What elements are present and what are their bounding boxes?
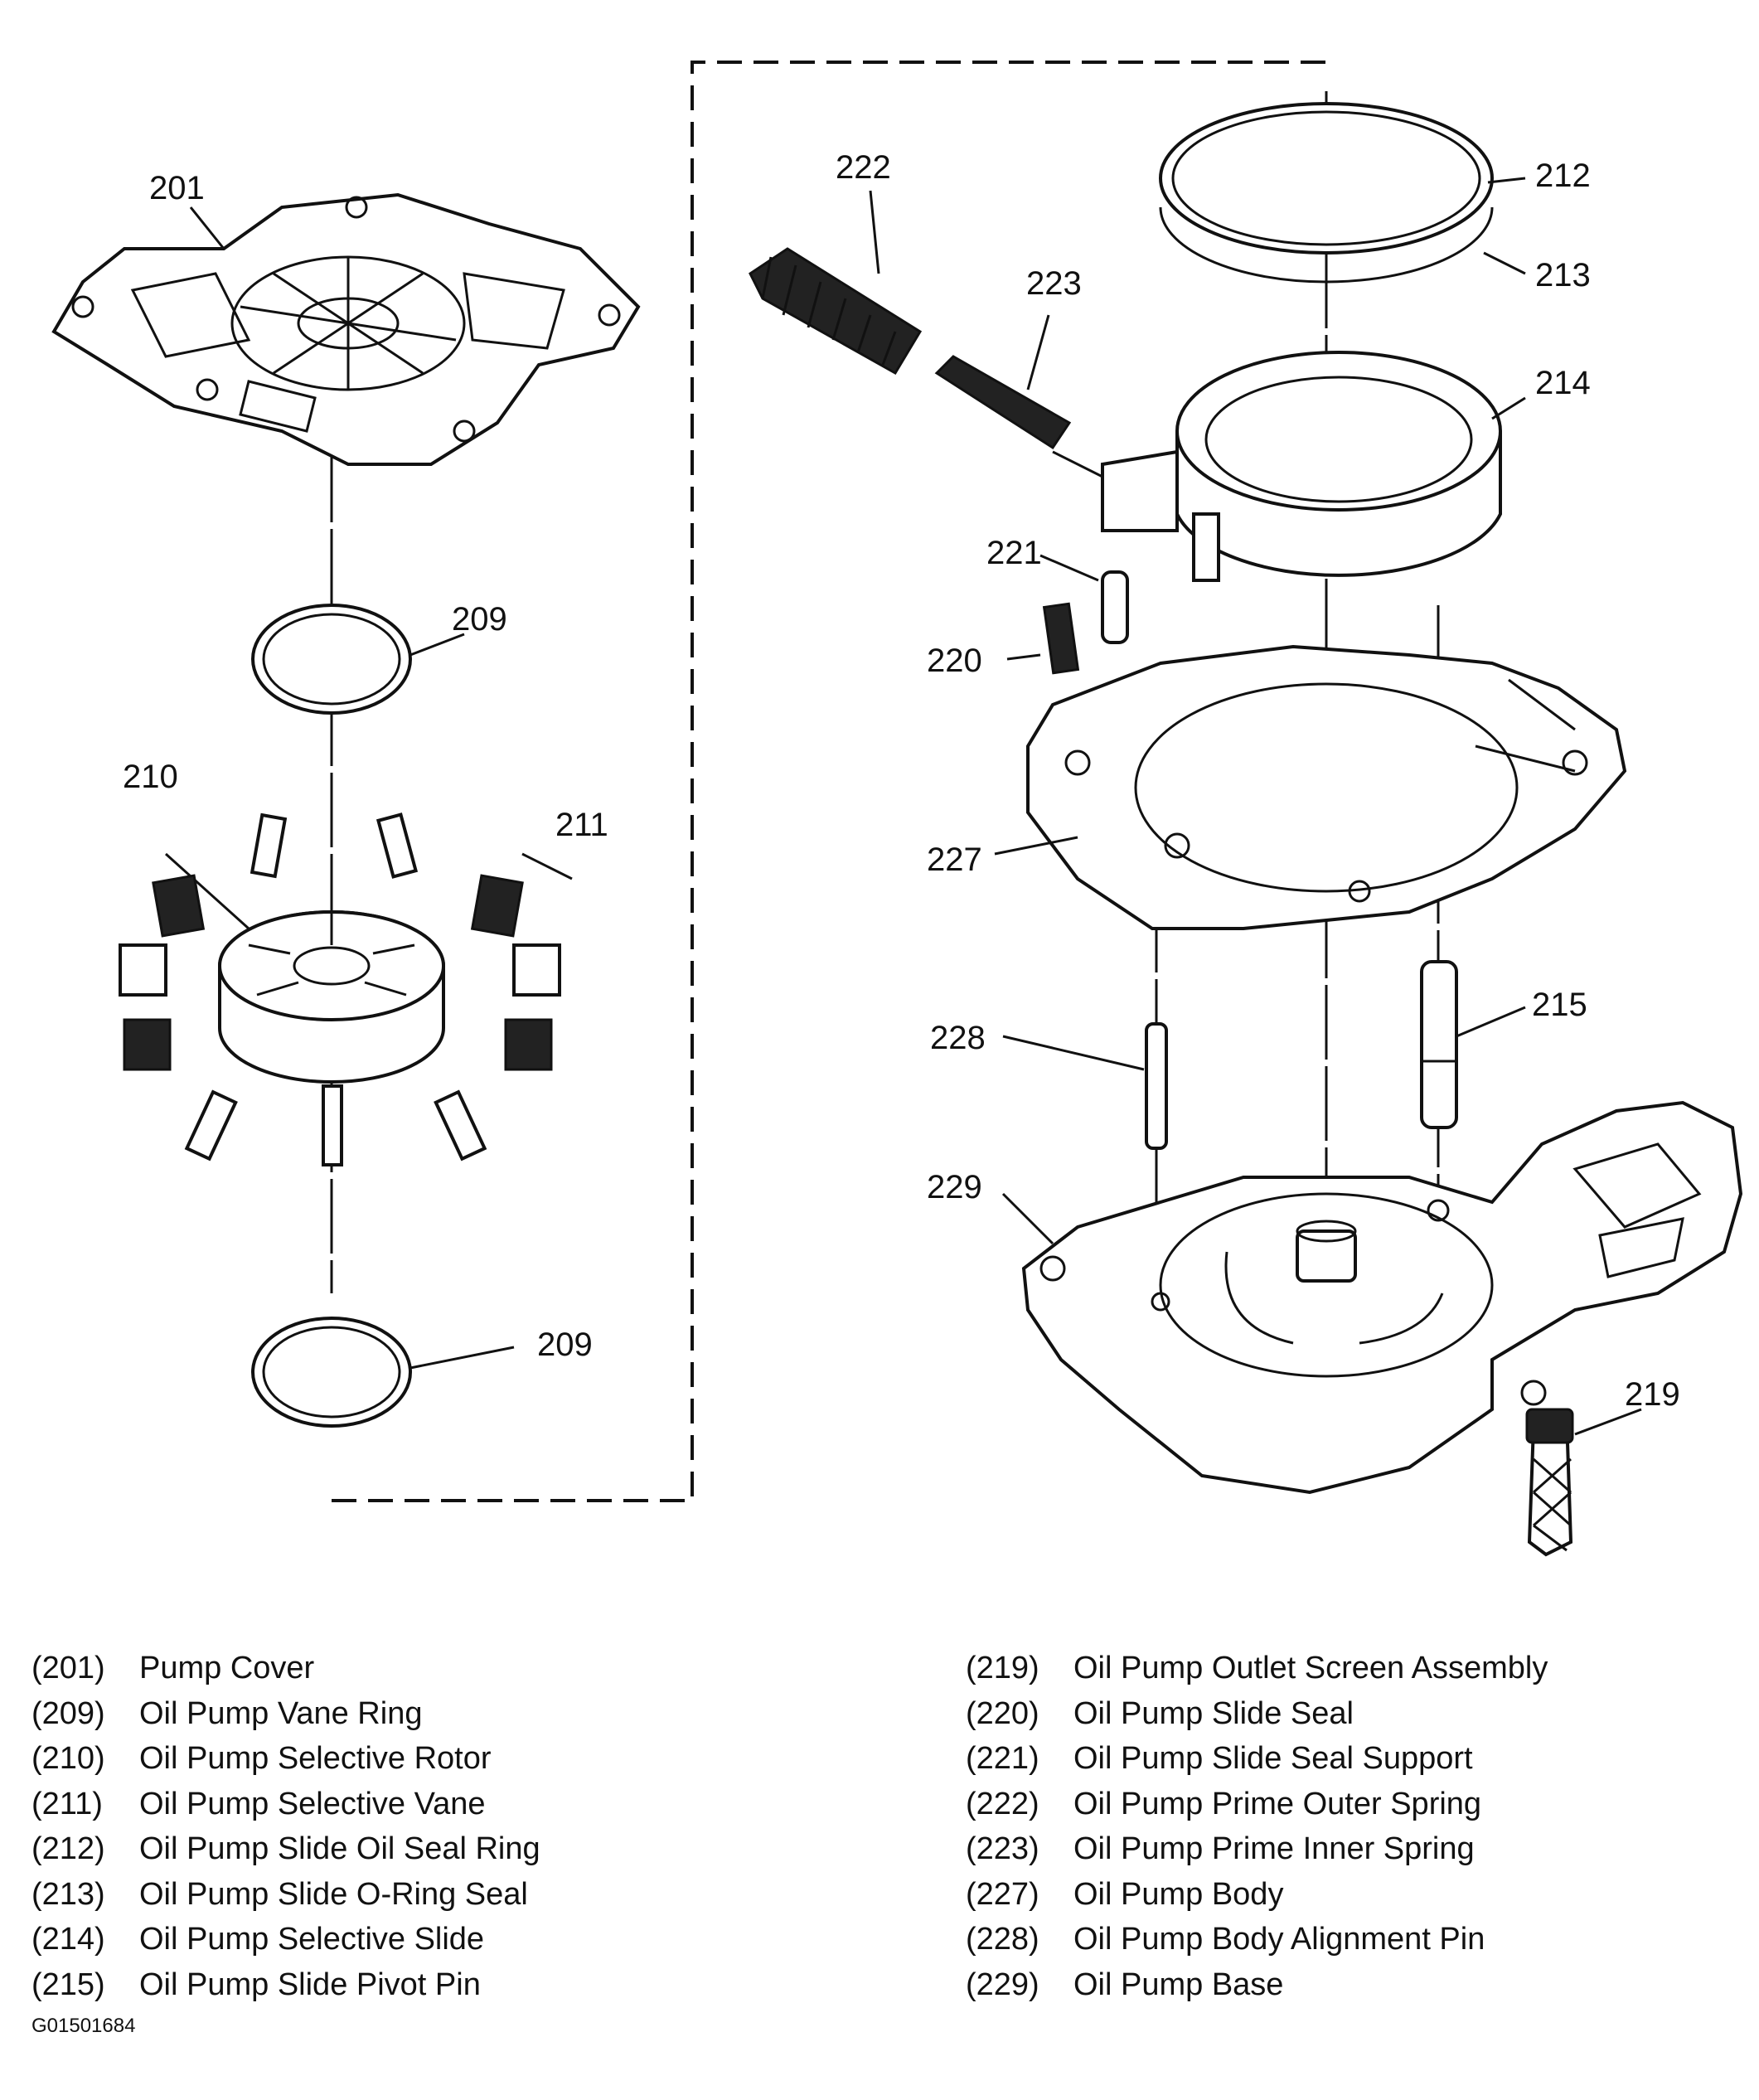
legend-row: (220) Oil Pump Slide Seal [966, 1691, 1548, 1737]
legend-label: Oil Pump Slide Oil Seal Ring [139, 1831, 540, 1866]
legend-number: (221) [966, 1741, 1039, 1776]
prime-inner-spring-part [934, 314, 1112, 483]
selective-slide-part [1101, 351, 1526, 582]
legend-row: (223) Oil Pump Prime Inner Spring [966, 1826, 1548, 1872]
callout-209-upper: 209 [452, 601, 507, 638]
legend-row: (227) Oil Pump Body [966, 1872, 1548, 1918]
legend-row: (210) Oil Pump Selective Rotor [31, 1736, 540, 1782]
callout-214: 214 [1535, 365, 1591, 401]
legend-label: Oil Pump Prime Outer Spring [1073, 1786, 1482, 1821]
legend-label: Oil Pump Slide O-Ring Seal [139, 1876, 528, 1912]
legend-label: Oil Pump Outlet Screen Assembly [1073, 1651, 1548, 1685]
vane-ring-upper-part [251, 604, 465, 715]
pump-body-part [994, 644, 1627, 930]
legend-row: (211) Oil Pump Selective Vane [31, 1782, 540, 1827]
callout-201: 201 [149, 170, 205, 206]
legend-number: (214) [31, 1922, 105, 1957]
outlet-screen-assembly-part [1525, 1408, 1642, 1557]
callout-215: 215 [1532, 987, 1587, 1023]
exploded-view-diagram: 201 209 209 210 211 222 223 212 213 214 … [51, 61, 1743, 1557]
legend-number: (223) [966, 1831, 1039, 1866]
legend-number: (210) [31, 1741, 105, 1776]
legend-label: Oil Pump Slide Pivot Pin [139, 1967, 481, 2002]
selective-vanes-part [119, 812, 573, 1166]
callout-228: 228 [930, 1020, 986, 1056]
legend-row: (228) Oil Pump Body Alignment Pin [966, 1917, 1548, 1962]
legend-number: (229) [966, 1967, 1039, 2002]
slide-pivot-pin-part [1420, 960, 1526, 1129]
legend-number: (228) [966, 1922, 1039, 1957]
legend-row: (201) Pump Cover [31, 1646, 540, 1691]
callout-220: 220 [927, 643, 982, 679]
callout-221: 221 [986, 535, 1042, 571]
legend-label: Oil Pump Base [1073, 1967, 1284, 2002]
callout-223: 223 [1026, 265, 1082, 302]
callout-211: 211 [555, 807, 608, 843]
legend-row: (229) Oil Pump Base [966, 1962, 1548, 2008]
legend-label: Oil Pump Body [1073, 1876, 1284, 1912]
callout-209-lower: 209 [537, 1326, 593, 1363]
selective-rotor-part [164, 852, 445, 1084]
legend-number: (219) [966, 1651, 1039, 1685]
callout-210: 210 [123, 759, 178, 795]
parts-legend-right: (219) Oil Pump Outlet Screen Assembly (22… [966, 1646, 1548, 2007]
callout-229: 229 [927, 1169, 982, 1205]
prime-outer-spring-part [749, 190, 923, 376]
legend-row: (215) Oil Pump Slide Pivot Pin [31, 1962, 540, 2008]
legend-label: Oil Pump Selective Vane [139, 1786, 486, 1821]
legend-row: (214) Oil Pump Selective Slide [31, 1917, 540, 1962]
legend-number: (215) [31, 1967, 105, 2002]
legend-number: (213) [31, 1876, 105, 1912]
legend-number: (211) [31, 1786, 103, 1821]
callout-222: 222 [836, 149, 891, 186]
legend-label: Oil Pump Vane Ring [139, 1695, 423, 1731]
legend-row: (222) Oil Pump Prime Outer Spring [966, 1782, 1548, 1827]
legend-row: (212) Oil Pump Slide Oil Seal Ring [31, 1826, 540, 1872]
legend-label: Oil Pump Selective Slide [139, 1922, 485, 1957]
legend-number: (220) [966, 1695, 1039, 1731]
legend-number: (227) [966, 1876, 1039, 1912]
callout-227: 227 [927, 841, 982, 878]
legend-label: Oil Pump Selective Rotor [139, 1741, 492, 1776]
slide-seal-part [1006, 602, 1080, 675]
slide-o-ring-seal-part [1159, 206, 1526, 284]
legend-number: (222) [966, 1786, 1039, 1821]
vane-ring-lower-part [251, 1317, 515, 1428]
callout-212: 212 [1535, 158, 1591, 194]
legend-number: (209) [31, 1695, 105, 1731]
legend-row: (221) Oil Pump Slide Seal Support [966, 1736, 1548, 1782]
legend-number: (201) [31, 1651, 105, 1685]
figure-id: G01501684 [31, 2015, 136, 2037]
callout-labels: 201 209 209 210 211 222 223 212 213 214 … [123, 149, 1680, 1413]
legend-label: Oil Pump Body Alignment Pin [1073, 1922, 1485, 1957]
legend-row: (209) Oil Pump Vane Ring [31, 1691, 540, 1737]
legend-row: (213) Oil Pump Slide O-Ring Seal [31, 1872, 540, 1918]
legend-row: (219) Oil Pump Outlet Screen Assembly [966, 1646, 1548, 1691]
callout-219: 219 [1625, 1376, 1680, 1413]
parts-legend-left: (201)Pump Cover (209)Oil Pump Vane Ring … [31, 1646, 540, 2007]
legend-label: Oil Pump Prime Inner Spring [1073, 1831, 1475, 1866]
pump-cover-part [51, 192, 641, 466]
slide-seal-support-part [1039, 554, 1129, 644]
legend-label: Oil Pump Slide Seal Support [1073, 1741, 1473, 1776]
pump-base-part [1001, 1100, 1743, 1495]
legend-label: Pump Cover [139, 1651, 315, 1685]
assembly-dashed-line [332, 61, 1326, 1502]
legend-number: (212) [31, 1831, 105, 1866]
callout-213: 213 [1535, 257, 1591, 293]
slide-oil-seal-ring-part [1159, 102, 1526, 255]
body-alignment-pin-part [1002, 1022, 1168, 1150]
legend-label: Oil Pump Slide Seal [1073, 1695, 1354, 1731]
